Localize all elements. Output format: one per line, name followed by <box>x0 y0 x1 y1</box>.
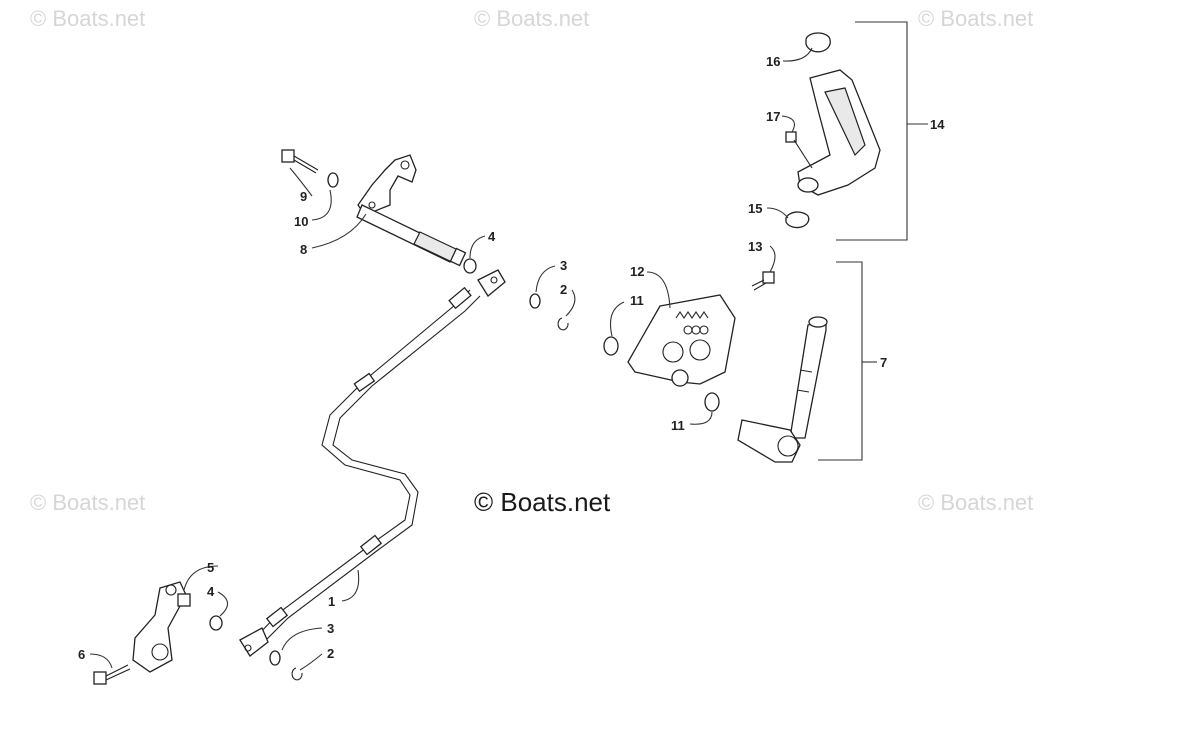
callout-10: 10 <box>294 214 308 229</box>
handle-screw <box>785 131 813 169</box>
shift-rod <box>239 269 506 657</box>
group-bracket-14 <box>836 21 908 241</box>
watermark-center: © Boats.net <box>474 487 611 517</box>
watermark-top-right: © Boats.net <box>918 6 1034 31</box>
callout-11-upper: 11 <box>630 293 644 308</box>
bushing-lower <box>209 615 223 631</box>
callout-15: 15 <box>748 201 762 216</box>
callout-12: 12 <box>630 264 644 279</box>
clip-upper <box>557 317 569 331</box>
watermark-mid-left: © Boats.net <box>30 490 146 515</box>
lower-lever <box>132 581 191 673</box>
bushing-upper <box>463 258 477 274</box>
callout-7: 7 <box>880 355 887 370</box>
watermark-top-left: © Boats.net <box>30 6 146 31</box>
watermark-mid-right: © Boats.net <box>918 490 1034 515</box>
bolt <box>281 149 319 174</box>
shift-plate <box>627 294 736 387</box>
watermark-top-center: © Boats.net <box>474 6 590 31</box>
callout-13: 13 <box>748 239 762 254</box>
washer-lower <box>269 650 281 666</box>
group-bracket-7 <box>818 261 863 461</box>
callout-1: 1 <box>328 594 335 609</box>
callout-11-lower: 11 <box>671 418 685 433</box>
washer-plate-right <box>704 392 720 412</box>
callout-3-upper: 3 <box>560 258 567 273</box>
cap-top <box>805 32 831 53</box>
callout-6: 6 <box>78 647 85 662</box>
callout-17: 17 <box>766 109 780 124</box>
washer-upper <box>529 293 541 309</box>
callout-16: 16 <box>766 54 780 69</box>
lower-bolt <box>93 664 131 685</box>
washer <box>327 172 339 188</box>
washer-plate-left <box>603 336 619 356</box>
callout-2-upper: 2 <box>560 282 567 297</box>
callout-3-lower: 3 <box>327 621 334 636</box>
lever-bracket <box>356 154 467 267</box>
callout-9: 9 <box>300 189 307 204</box>
cap-bottom <box>785 211 810 229</box>
callout-2-lower: 2 <box>327 646 334 661</box>
shift-shaft <box>737 316 828 463</box>
callout-4-lower: 4 <box>207 584 215 599</box>
callout-8: 8 <box>300 242 307 257</box>
shift-handle <box>797 69 881 196</box>
callout-14: 14 <box>930 117 945 132</box>
shaft-bolt <box>751 271 775 291</box>
callout-5: 5 <box>207 560 214 575</box>
clip-lower <box>291 667 303 681</box>
callout-4-upper: 4 <box>488 229 496 244</box>
